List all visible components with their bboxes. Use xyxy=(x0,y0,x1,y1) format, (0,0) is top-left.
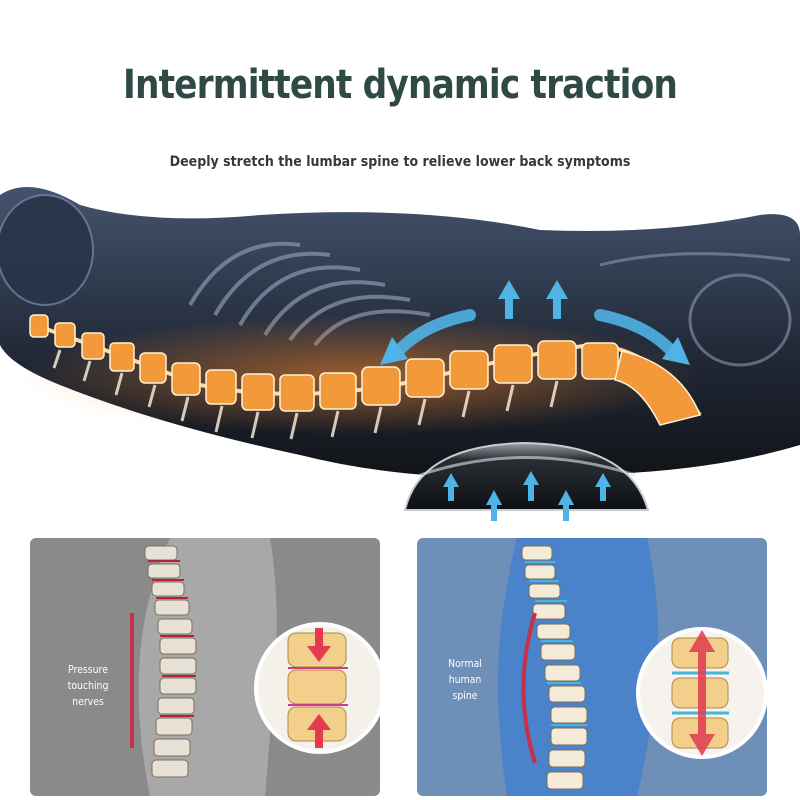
ribcage xyxy=(188,241,431,347)
normal-curve-marker xyxy=(521,612,537,764)
normal-spine-panel: Normal human spine xyxy=(417,538,767,796)
normal-spine-label: Normal human spine xyxy=(448,657,482,702)
compressed-vertebrae-icon xyxy=(130,538,380,796)
traction-pad xyxy=(403,441,650,521)
x-ray-body-illustration xyxy=(0,187,800,521)
spine xyxy=(29,314,702,440)
pressure-marker xyxy=(130,613,134,748)
skull xyxy=(0,194,94,306)
pressure-label: Pressure touching nerves xyxy=(67,663,109,708)
compressed-spine-panel: Pressure touching nerves xyxy=(30,538,380,796)
page-title: Intermittent dynamic traction xyxy=(122,62,678,108)
decompressed-vertebrae-icon xyxy=(498,538,767,796)
pelvis xyxy=(599,252,792,367)
spine-glow xyxy=(20,315,700,435)
arrow-heads xyxy=(380,280,690,365)
page-subtitle: Deeply stretch the lumbar spine to relie… xyxy=(169,154,631,170)
